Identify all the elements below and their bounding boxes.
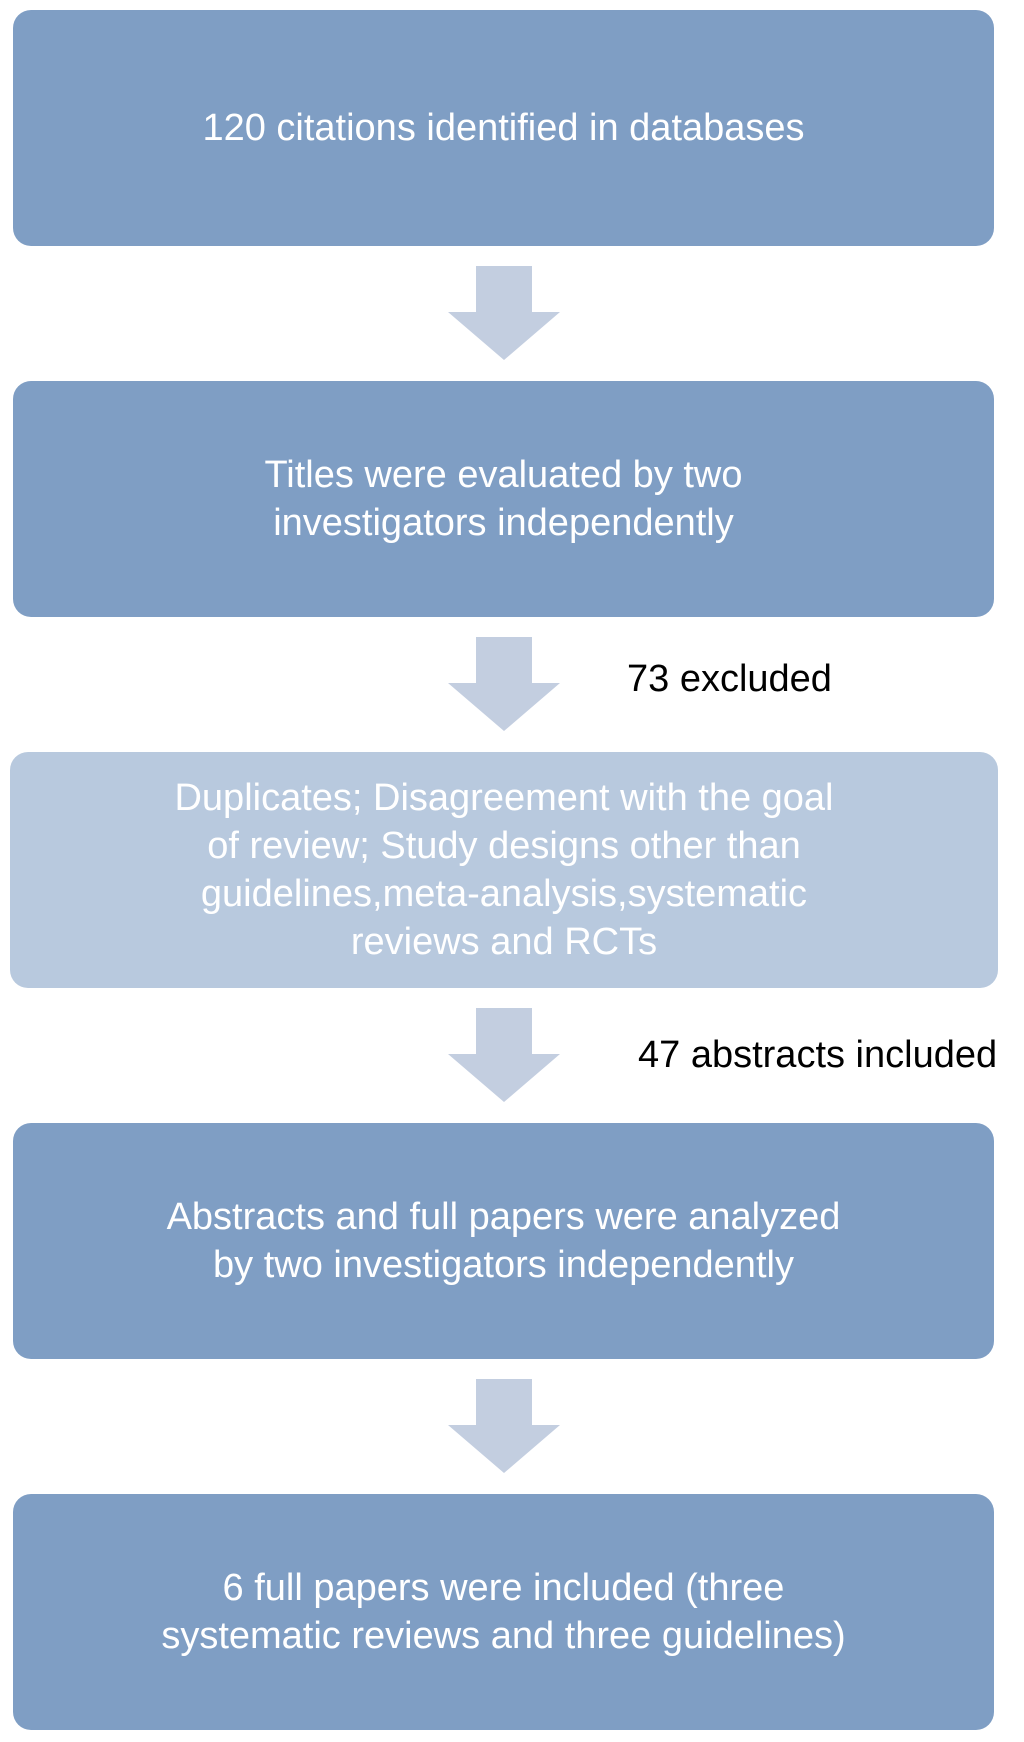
step-text-titles-evaluated: Titles were evaluated by two investigato… <box>264 454 743 544</box>
abstracts-included-note: 47 abstracts included <box>638 1034 998 1076</box>
down-arrow-icon <box>448 637 560 731</box>
step-text-citations-identified: 120 citations identified in databases <box>202 107 805 149</box>
step-text-full-papers-included: 6 full papers were included (three syste… <box>161 1567 846 1657</box>
down-arrow-icon <box>448 266 560 360</box>
down-arrow-icon <box>448 1008 560 1102</box>
step-box-exclusion-reasons: Duplicates; Disagreement with the goal o… <box>10 752 998 988</box>
step-box-citations-identified: 120 citations identified in databases <box>13 10 994 246</box>
excluded-count-note: 73 excluded <box>627 658 832 700</box>
step-text-abstracts-analyzed: Abstracts and full papers were analyzed … <box>166 1196 841 1286</box>
step-box-titles-evaluated: Titles were evaluated by two investigato… <box>13 381 994 617</box>
down-arrow-icon <box>448 1379 560 1473</box>
step-text-exclusion-reasons: Duplicates; Disagreement with the goal o… <box>174 777 834 963</box>
step-box-abstracts-analyzed: Abstracts and full papers were analyzed … <box>13 1123 994 1359</box>
step-box-full-papers-included: 6 full papers were included (three syste… <box>13 1494 994 1730</box>
